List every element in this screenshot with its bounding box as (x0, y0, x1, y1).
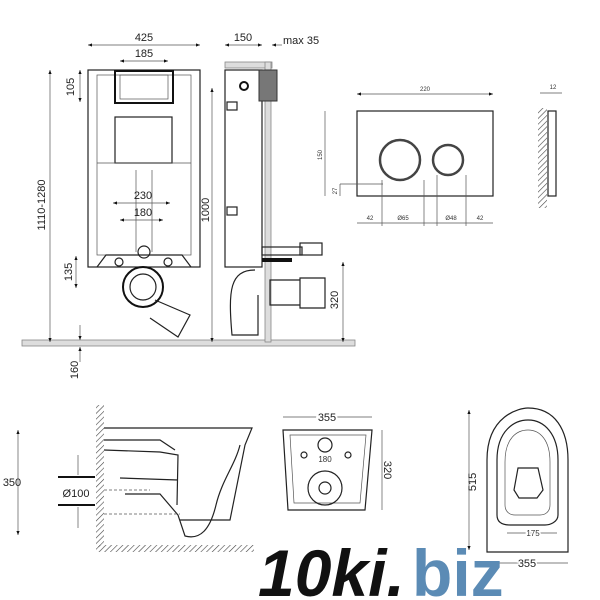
dim-plate-thickness: 12 (550, 85, 557, 91)
toilet-side-view: 350 Ø100 (3, 405, 254, 552)
dim-top-offset: 105 (65, 78, 77, 96)
plate-side (547, 110, 557, 197)
watermark-accent: biz (412, 536, 504, 600)
dim-front-height: 320 (381, 461, 393, 479)
frame-side-view: 150 max 35 320 (224, 32, 345, 343)
dim-drain-height: 135 (63, 263, 75, 281)
dim-big-button: Ø65 (397, 216, 409, 222)
dim-toilet-height: 350 (3, 477, 21, 489)
frame-front-view: 425 185 105 1110-1280 1000 230 180 135 1… (21, 32, 356, 379)
wall (264, 61, 272, 343)
big-flush-button (378, 138, 422, 182)
dim-bolt-spacing: 180 (318, 455, 332, 464)
dim-button-offset: 27 (333, 187, 339, 194)
dim-top-width: 355 (518, 558, 536, 570)
cistern-cover (114, 116, 173, 164)
small-flush-button (431, 143, 465, 177)
dim-total-height: 1110-1280 (36, 180, 48, 231)
dim-width: 425 (135, 32, 153, 44)
dim-margin-right: 42 (477, 216, 484, 222)
dim-side-drain-height: 320 (329, 291, 341, 309)
dim-wall-max: max 35 (283, 35, 319, 47)
dim-floor-offset: 160 (69, 361, 81, 379)
flush-plate-drawing: 220 150 27 42 Ø65 Ø48 42 12 (318, 85, 562, 226)
dim-plate-height: 150 (318, 149, 324, 160)
watermark: 10ki. biz (258, 536, 504, 600)
dim-plate-width: 220 (420, 87, 431, 93)
dim-seat-width: 175 (526, 529, 540, 538)
dim-pipe-diameter: Ø100 (63, 488, 90, 500)
dim-small-button: Ø48 (445, 216, 457, 222)
dim-depth: 150 (234, 32, 252, 44)
toilet-top-view: 515 175 355 (467, 407, 569, 572)
toilet-front-view: 180 355 320 (282, 410, 393, 511)
watermark-main: 10ki. (258, 536, 405, 600)
floor-hatch (96, 545, 254, 552)
dim-front-width: 355 (318, 412, 336, 424)
dim-margin-left: 42 (367, 216, 374, 222)
dim-frame-height: 1000 (200, 198, 212, 222)
floor-line (21, 339, 356, 347)
dim-bolt-inner: 180 (134, 207, 152, 219)
dim-top-length: 515 (467, 473, 479, 491)
dim-bolt-outer: 230 (134, 190, 152, 202)
dim-cistern-width: 185 (135, 48, 153, 60)
drain-pipe (122, 266, 164, 308)
cistern-opening (114, 70, 174, 104)
wall-hatch (96, 405, 104, 547)
